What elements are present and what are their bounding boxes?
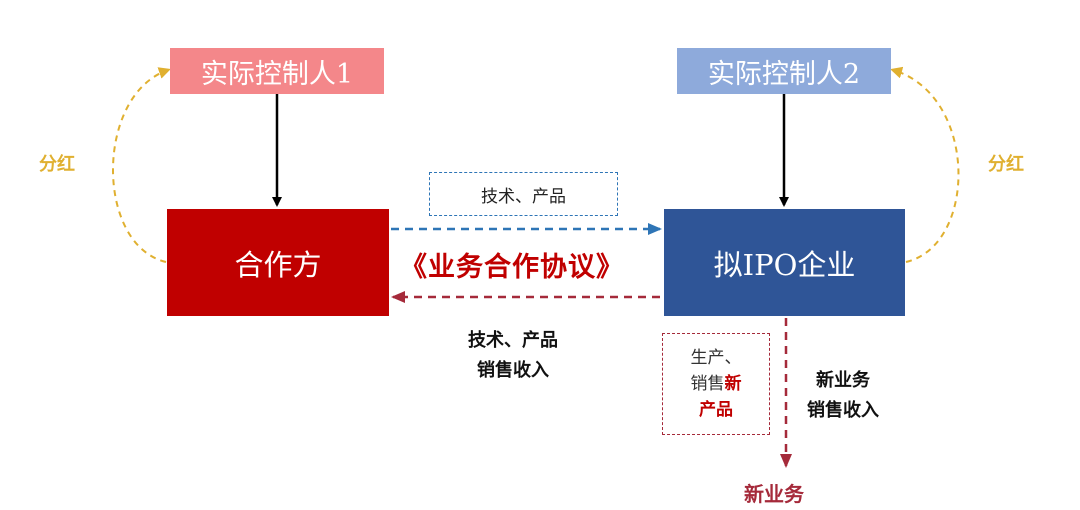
dividend-right-label: 分红	[988, 154, 1024, 175]
controller-1-label: 实际控制人1	[200, 58, 354, 90]
produce-line-3: 产品	[699, 400, 733, 420]
dividend-right-arrow	[890, 66, 960, 263]
tech-product-revenue-label: 技术、产品 销售收入	[468, 326, 558, 386]
new-business-label: 新业务	[744, 482, 804, 506]
partner-label: 合作方	[234, 247, 322, 282]
tech-product-revenue-line-1: 技术、产品	[468, 330, 558, 351]
tech-product-top-label: 技术、产品	[481, 186, 566, 207]
partner-box: 合作方	[167, 209, 389, 316]
new-business-revenue-line-1: 新业务	[816, 370, 870, 391]
tech-product-revenue-line-2: 销售收入	[477, 360, 549, 381]
ipo-company-label: 拟IPO企业	[713, 247, 856, 282]
produce-line-2: 销售新	[663, 371, 769, 397]
produce-new-product-box: 生产、 销售新 产品	[662, 333, 770, 435]
controller-2-box: 实际控制人2	[677, 48, 891, 94]
new-business-revenue-line-2: 销售收入	[807, 400, 879, 421]
new-business-revenue-label: 新业务 销售收入	[807, 366, 879, 426]
ipo-company-box: 拟IPO企业	[664, 209, 905, 316]
controller-2-label: 实际控制人2	[707, 58, 861, 90]
dividend-left-label: 分红	[39, 154, 75, 175]
produce-line-2-normal: 销售	[690, 374, 725, 394]
agreement-label: 《业务合作协议》	[400, 252, 624, 283]
dividend-left-arrow	[112, 67, 171, 263]
produce-line-2-highlight: 新	[724, 374, 742, 394]
produce-line-1: 生产、	[690, 348, 742, 368]
controller-1-box: 实际控制人1	[170, 48, 384, 94]
tech-product-top-box: 技术、产品	[429, 172, 618, 216]
